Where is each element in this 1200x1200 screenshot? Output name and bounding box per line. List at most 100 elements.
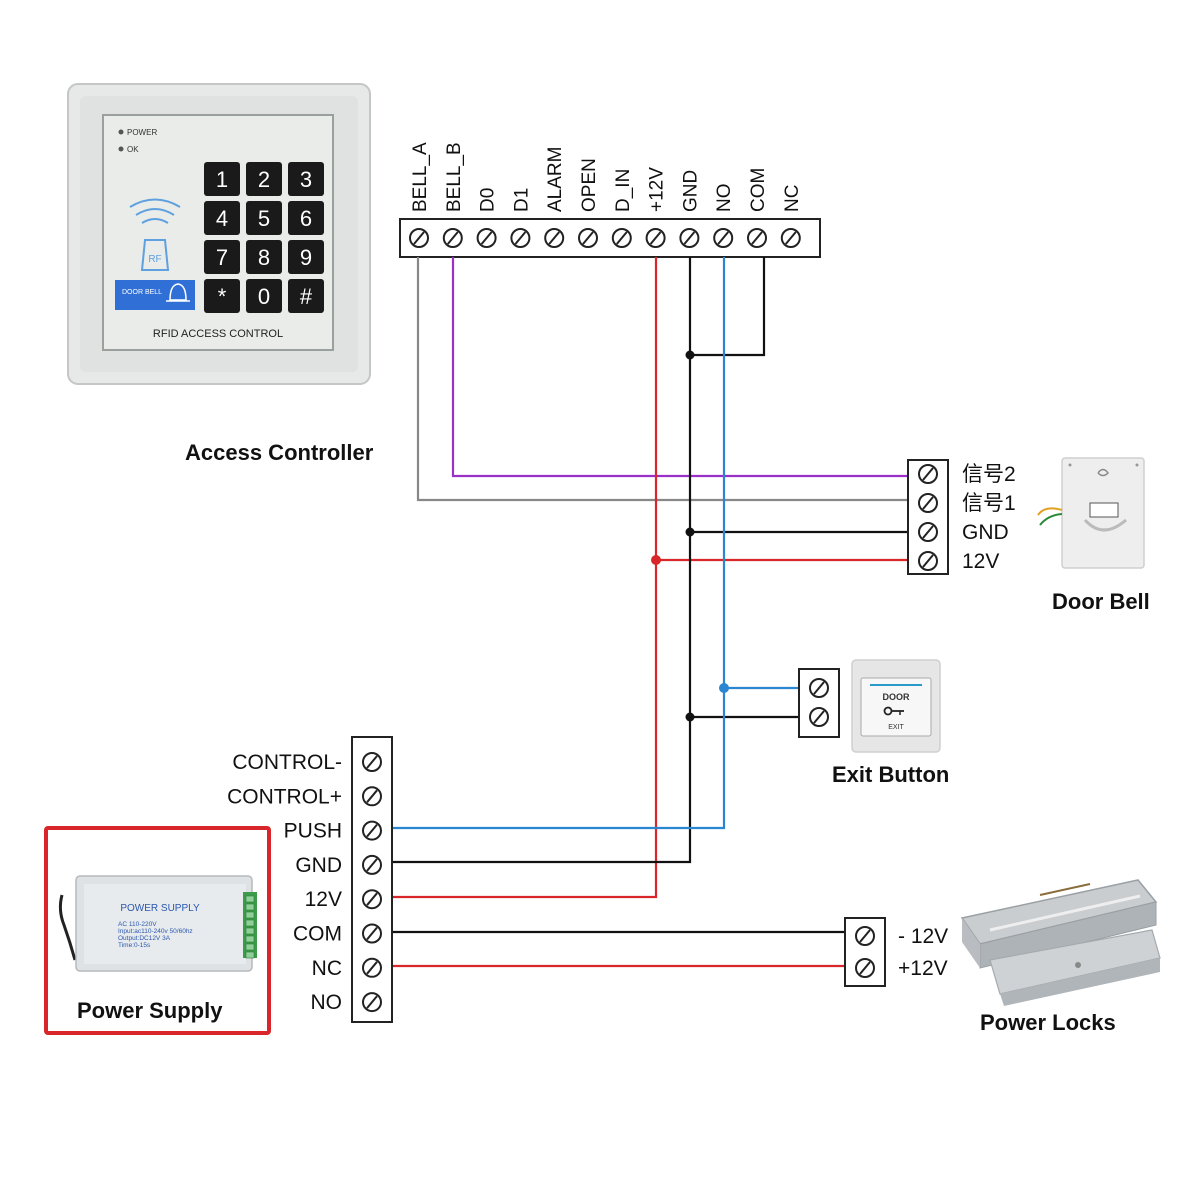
keypad-key-label: 7 bbox=[216, 245, 228, 270]
keypad-key: 8 bbox=[246, 240, 282, 274]
doorbell-terminal-label: 信号2 bbox=[962, 463, 1016, 486]
terminal-screw-icon bbox=[918, 551, 938, 571]
controller-terminal-label: NC bbox=[782, 185, 803, 212]
terminal-screw-icon bbox=[809, 707, 829, 727]
controller-terminal-label: D1 bbox=[511, 188, 532, 212]
psu-terminal-label: NC bbox=[312, 957, 342, 980]
com-gnd-wire bbox=[690, 257, 766, 357]
rf-label: RF bbox=[148, 254, 161, 265]
terminal-screw-icon bbox=[918, 493, 938, 513]
terminal-screw-icon bbox=[645, 228, 666, 248]
bell-key-label: DOOR BELL bbox=[122, 289, 162, 296]
controller-terminal-label: BELL_B bbox=[444, 142, 465, 212]
terminal-screw-icon bbox=[476, 228, 497, 248]
gnd-wire bbox=[390, 257, 692, 864]
keypad-key-label: 0 bbox=[258, 284, 270, 309]
terminal-screw-icon bbox=[679, 228, 700, 248]
ok-indicator-label: OK bbox=[127, 145, 139, 154]
keypad-key-label: 5 bbox=[258, 206, 270, 231]
controller-terminal-label: +12V bbox=[647, 167, 668, 212]
terminal-screw-icon bbox=[918, 522, 938, 542]
keypad-key-label: * bbox=[218, 284, 227, 309]
wires bbox=[390, 257, 912, 968]
terminal-screw-icon bbox=[578, 228, 598, 248]
door-bell-label: Door Bell bbox=[1052, 589, 1150, 614]
plus12v-wire bbox=[390, 257, 658, 899]
keypad-key-label: 1 bbox=[216, 167, 228, 192]
door-bell-key: DOOR BELL bbox=[115, 280, 195, 310]
keypad-key: 6 bbox=[288, 201, 324, 235]
psu-device-line-1: AC 110-220V bbox=[118, 921, 157, 928]
terminal-screw-icon bbox=[918, 464, 938, 484]
power-indicator-label: POWER bbox=[127, 128, 157, 137]
keypad-key-label: 2 bbox=[258, 167, 270, 192]
keypad-key-label: # bbox=[300, 284, 313, 309]
terminal-screw-icon bbox=[362, 752, 382, 772]
terminal-screw-icon bbox=[362, 820, 382, 841]
doorbell-terminal-label: 信号1 bbox=[962, 492, 1016, 515]
controller-terminal-label: D_IN bbox=[613, 169, 634, 212]
keypad-key: # bbox=[288, 279, 324, 313]
terminal-screw-icon bbox=[809, 678, 829, 698]
keypad-key: 7 bbox=[204, 240, 240, 274]
controller-terminal-label: OPEN bbox=[579, 158, 600, 212]
exit-button-device: DOOR EXIT bbox=[851, 659, 941, 753]
access-controller-label: Access Controller bbox=[185, 440, 374, 465]
no-push-wire bbox=[390, 257, 726, 830]
power-lock-device bbox=[960, 879, 1161, 1006]
keypad-key-label: 9 bbox=[300, 245, 312, 270]
controller-terminal-label: ALARM bbox=[545, 147, 566, 212]
terminal-screw-icon bbox=[362, 992, 382, 1013]
terminal-screw-icon bbox=[362, 854, 382, 875]
keypad-key: 5 bbox=[246, 201, 282, 235]
keypad-key: 1 bbox=[204, 162, 240, 196]
psu-terminal-label: CONTROL+ bbox=[227, 785, 342, 808]
psu-terminal-label: GND bbox=[295, 854, 342, 877]
terminal-screw-icon bbox=[855, 958, 875, 978]
doorbell-terminal-label: GND bbox=[962, 521, 1009, 544]
exit-exit-text: EXIT bbox=[888, 724, 904, 731]
key-icon bbox=[883, 706, 904, 716]
terminal-screw-icon bbox=[713, 228, 734, 248]
lock-terminal-label: +12V bbox=[898, 957, 948, 980]
terminal-screw-icon bbox=[362, 923, 382, 944]
keypad-key: 9 bbox=[288, 240, 324, 274]
bell-a-wire bbox=[416, 257, 912, 502]
controller-terminal-label: D0 bbox=[478, 188, 499, 212]
terminal-screw-icon bbox=[362, 957, 382, 978]
controller-terminal-label: NO bbox=[714, 184, 735, 213]
keypad-key-label: 3 bbox=[300, 167, 312, 192]
exit-button-label: Exit Button bbox=[832, 762, 949, 787]
psu-terminal-label: COM bbox=[293, 923, 342, 946]
psu-terminal-label: PUSH bbox=[284, 820, 342, 843]
controller-terminal-label: GND bbox=[680, 170, 701, 212]
keypad-key: * bbox=[204, 279, 240, 313]
controller-terminal-label: COM bbox=[748, 168, 769, 212]
bell-b-wire bbox=[451, 257, 912, 478]
rfid-access-control-text: RFID ACCESS CONTROL bbox=[153, 328, 283, 340]
keypad-key-label: 4 bbox=[216, 206, 228, 231]
terminal-screw-icon bbox=[409, 228, 429, 248]
terminal-screw-icon bbox=[442, 228, 463, 248]
lock-terminal-label: - 12V bbox=[898, 925, 948, 948]
psu-device-line-3: Output:DC12V 3A bbox=[118, 935, 171, 942]
keypad-key-label: 6 bbox=[300, 206, 312, 231]
door-bell-device bbox=[1037, 457, 1145, 569]
terminal-screw-icon bbox=[544, 228, 565, 248]
terminal-screw-icon bbox=[362, 889, 382, 910]
doorbell-terminal-label: 12V bbox=[962, 550, 999, 573]
exit-door-text: DOOR bbox=[883, 692, 911, 702]
keypad-key: 2 bbox=[246, 162, 282, 196]
keypad-key: 3 bbox=[288, 162, 324, 196]
terminal-screw-icon bbox=[510, 228, 531, 248]
exit-terminal-block bbox=[798, 668, 840, 738]
power-supply-label: Power Supply bbox=[77, 998, 223, 1023]
terminal-screw-icon bbox=[747, 228, 767, 248]
power-locks-label: Power Locks bbox=[980, 1010, 1116, 1035]
